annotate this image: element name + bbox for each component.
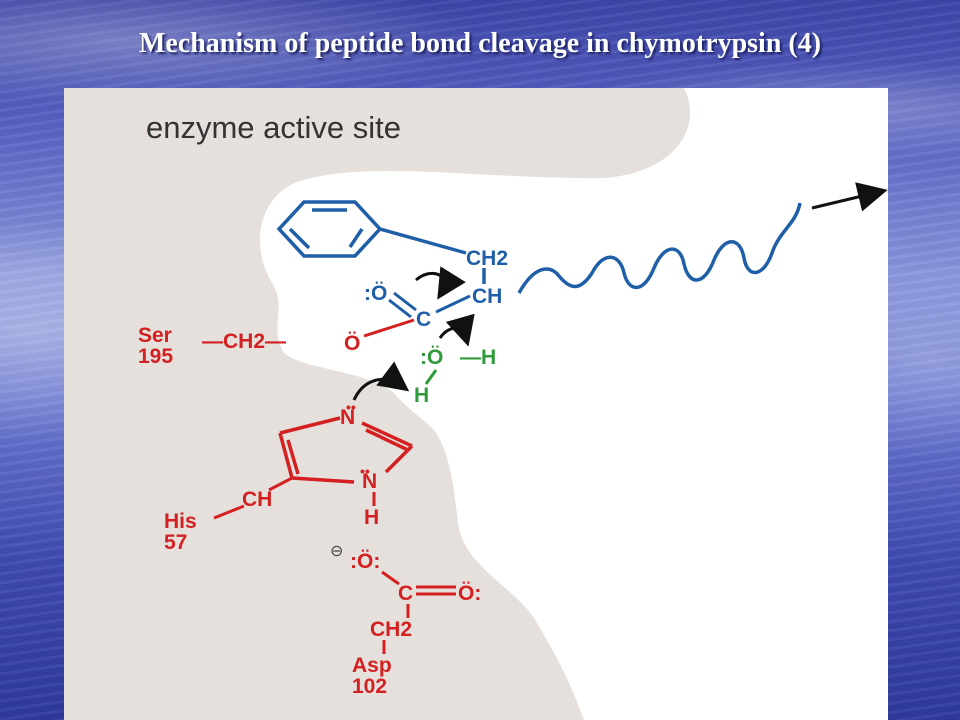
- enzyme-region: [64, 88, 691, 720]
- his-ch: CH: [242, 488, 272, 511]
- mechanism-diagram: enzyme active site CH2 CH :Ö C Ser 195 —…: [64, 88, 888, 720]
- carbonyl-double-bond-1: [393, 291, 417, 312]
- asp-ch2: CH2: [370, 618, 412, 641]
- carbonyl-double-bond-2: [388, 298, 412, 319]
- ser-oxygen: Ö: [344, 332, 360, 355]
- his-ch-chain-bond: [213, 504, 245, 520]
- asp-oxygen-right: Ö:: [458, 582, 481, 605]
- ser-o-c-bond: [363, 318, 415, 338]
- substrate-ch: CH: [472, 285, 502, 308]
- asp-label: Asp: [352, 654, 392, 677]
- carbonyl-carbon: C: [416, 308, 431, 331]
- ring-ch-bond: [268, 476, 293, 492]
- his-n-bottom-lone-pair: ••: [360, 463, 370, 479]
- his-n-top: N: [340, 406, 355, 429]
- benzene-ring: [276, 200, 383, 258]
- enzyme-active-site-label: enzyme active site: [146, 110, 401, 145]
- ser-label: Ser: [138, 324, 172, 347]
- asp-number: 102: [352, 675, 387, 698]
- chain-release-arrow: [811, 182, 888, 212]
- his-label: His: [164, 510, 197, 533]
- slide-title: Mechanism of peptide bond cleavage in ch…: [138, 28, 822, 59]
- his-h: H: [364, 506, 379, 529]
- asp-o-c-bond: [381, 570, 400, 586]
- water-oxygen: :Ö: [420, 346, 443, 369]
- curved-arrow-water-attack: [438, 313, 475, 347]
- carbonyl-oxygen: :Ö: [364, 282, 387, 305]
- his-n-top-lone-pair: ••: [346, 399, 356, 415]
- water-oh-bond: [424, 369, 438, 385]
- his-number: 57: [164, 531, 187, 554]
- ser-ch2: —CH2—: [202, 330, 286, 353]
- water-h-down: H: [414, 384, 429, 407]
- asp-oxygen-left: :Ö:: [350, 550, 380, 573]
- imidazole-ring: [278, 416, 414, 484]
- curved-arrow-his: [352, 361, 410, 401]
- curved-arrow-carbonyl: [415, 266, 466, 300]
- mechanism-figure: enzyme active site CH2 CH :Ö C Ser 195 —…: [64, 88, 888, 720]
- his-n-bottom: N: [362, 470, 377, 493]
- peptide-chain: [517, 202, 802, 294]
- substrate-ch2: CH2: [466, 247, 508, 270]
- water-h-right: —H: [460, 346, 496, 369]
- ser-number: 195: [138, 345, 173, 368]
- asp-negative-charge: ⊖: [330, 543, 343, 560]
- asp-carbon: C: [398, 582, 413, 605]
- c-ch-bond: [435, 294, 471, 314]
- ring-ch2-bond: [379, 227, 467, 255]
